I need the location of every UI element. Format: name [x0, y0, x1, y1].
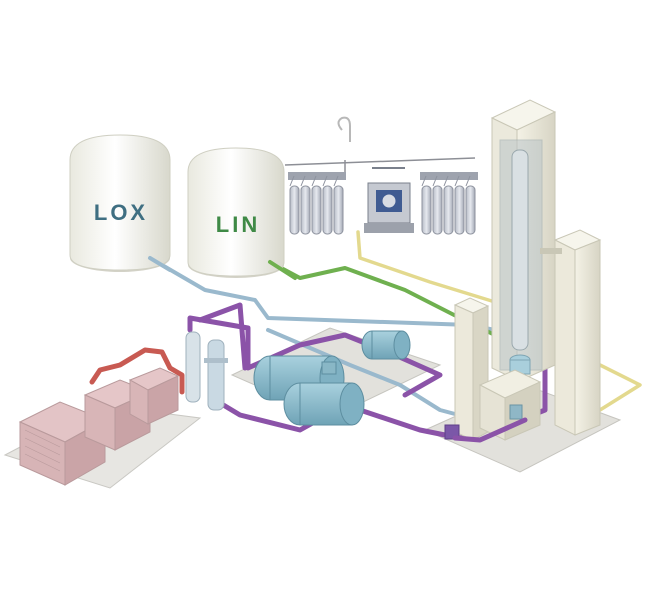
- cylinder-rack-left: [288, 172, 346, 235]
- purifier-columns: [185, 331, 228, 411]
- air-pipe-feed: [212, 337, 548, 441]
- lox-tank-label: LOX: [94, 200, 148, 225]
- cylinder-filling-station: [284, 116, 478, 235]
- generator-set: [18, 367, 180, 486]
- lin-pipe-over: [268, 260, 297, 280]
- air-pipe-up: [197, 302, 248, 371]
- compressor-skid: [253, 330, 411, 426]
- cylinder-rack-right: [420, 172, 478, 235]
- cylinder-filling-machine: [364, 167, 414, 233]
- lox-pipe-return: [266, 328, 472, 420]
- lin-storage-tank: LIN: [187, 147, 285, 278]
- lox-pipe-over: [148, 256, 172, 272]
- argon-column-tower: [540, 229, 602, 436]
- cold-box-column: [490, 99, 557, 383]
- argon-pipe: [356, 230, 497, 304]
- air-pipe-over: [452, 417, 528, 443]
- air-pipe-main: [187, 315, 443, 398]
- heat-exchanger-tower: [444, 297, 542, 441]
- pipe-overlay: [148, 256, 528, 443]
- hot-air-pipe: [89, 347, 185, 395]
- lin-tank-label: LIN: [216, 212, 260, 237]
- lox-storage-tank: LOX: [69, 134, 171, 272]
